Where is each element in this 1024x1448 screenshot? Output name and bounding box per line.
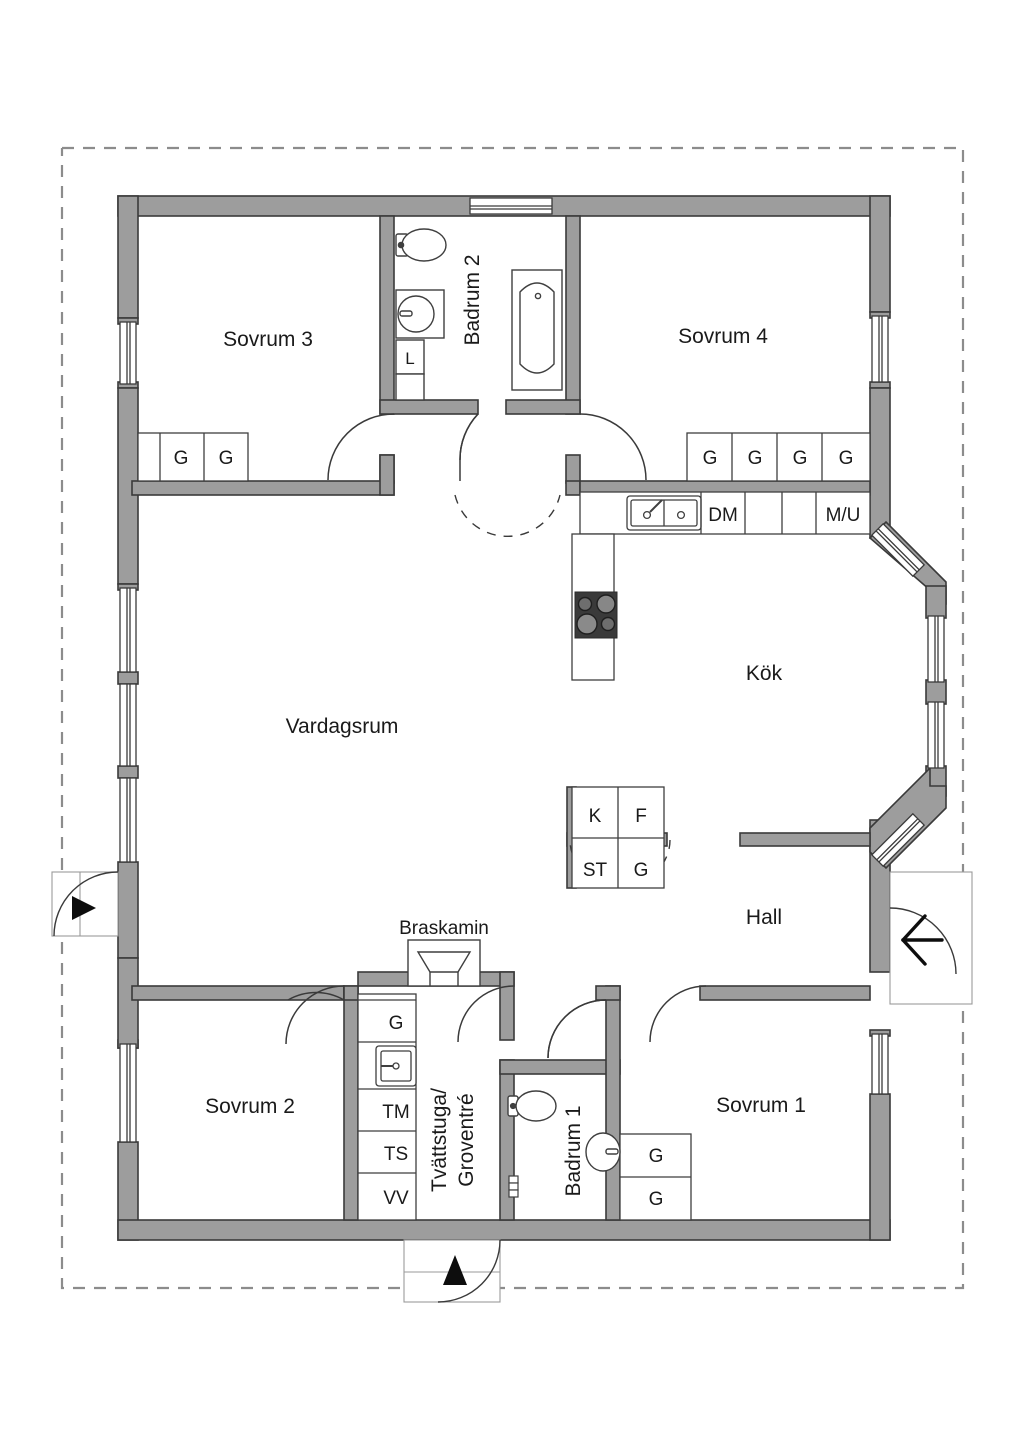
entrance-doors [51, 871, 973, 1303]
room-label-vardagsrum: Vardagsrum [286, 715, 399, 738]
laundry-units [357, 993, 417, 1221]
closet-label-sovrum4-1: G [703, 448, 718, 469]
door-sovrum2 [285, 985, 345, 1045]
closet-label-sovrum4-3: G [793, 448, 808, 469]
toilet-badrum1-icon [507, 1090, 557, 1122]
entry-door-south [403, 1239, 501, 1303]
door-sovrum4 [579, 413, 647, 481]
closet-label-sovrum3-1: G [174, 448, 189, 469]
room-labels: Sovrum 3 Badrum 2 Sovrum 4 Vardagsrum Kö… [205, 254, 806, 1196]
entry-arrow-east-icon [901, 914, 944, 966]
cooktop-icon [574, 591, 618, 639]
window-bay-vertical-1 [927, 615, 945, 683]
entry-door-east [889, 871, 973, 1005]
toilet-badrum2-icon [395, 228, 447, 262]
closet-label-sovrum3-2: G [219, 448, 234, 469]
storage-label-st: ST [583, 860, 608, 881]
kitchen-label-mu: M/U [826, 505, 861, 526]
storage-label-k: K [589, 806, 602, 827]
room-label-sovrum2: Sovrum 2 [205, 1095, 295, 1118]
laundry-label-ts: TS [384, 1144, 408, 1165]
storage-label-f: F [635, 806, 647, 827]
window-bay-lower-diagonal [870, 812, 926, 868]
laundry-label-vv: VV [383, 1188, 409, 1209]
walls [117, 195, 947, 1241]
window-left-vardagsrum-2 [119, 683, 137, 767]
door-tvattstuga [457, 985, 515, 1043]
room-label-groventre: Groventré [455, 1093, 478, 1186]
door-badrum1 [547, 999, 607, 1059]
room-label-sovrum4: Sovrum 4 [678, 325, 768, 348]
door-badrum2 [459, 413, 479, 481]
window-left-sovrum3 [119, 321, 137, 385]
closet-label-sovrum4-2: G [748, 448, 763, 469]
linen-cabinet-badrum2 [395, 339, 425, 401]
room-label-kok: Kök [746, 662, 783, 685]
washbasin-badrum1-icon [585, 1132, 621, 1172]
room-label-sovrum3: Sovrum 3 [223, 328, 313, 351]
fireplace-icon [407, 939, 481, 987]
closet-label-sovrum1-1: G [649, 1146, 664, 1167]
entry-arrow-south-icon [443, 1255, 467, 1285]
window-left-vardagsrum-3 [119, 777, 137, 863]
floor-drain-badrum1-icon [508, 1175, 519, 1198]
window-left-vardagsrum-1 [119, 587, 137, 673]
window-top-badrum2 [469, 197, 553, 215]
window-bay-upper-diagonal [870, 522, 926, 578]
closet-label-sovrum1-2: G [649, 1189, 664, 1210]
room-label-hall: Hall [746, 906, 782, 929]
window-right-sovrum4 [871, 315, 889, 383]
laundry-label-tm: TM [382, 1102, 409, 1123]
utility-sink-icon [375, 1045, 417, 1087]
bathtub-badrum2-icon [511, 269, 563, 391]
windows [119, 197, 945, 1143]
kitchen-label-dm: DM [708, 505, 738, 526]
closet-labels: G G G G G G G G K F ST G G TM TS VV [174, 448, 854, 1210]
window-left-sovrum2 [119, 1043, 137, 1143]
washbasin-badrum2-icon [395, 289, 445, 339]
storage-label-g: G [634, 860, 649, 881]
fixtures-badrum2 [395, 228, 563, 401]
entry-door-west [51, 871, 119, 937]
linen-cabinet-label: L [405, 349, 414, 368]
entry-arrow-west-icon [72, 896, 96, 920]
room-label-badrum2: Badrum 2 [461, 254, 484, 345]
door-sovrum1 [649, 985, 707, 1043]
door-sovrum3 [327, 413, 395, 481]
room-label-badrum1: Badrum 1 [562, 1105, 585, 1196]
closet-blocks [137, 432, 871, 1221]
window-bay-vertical-2 [927, 701, 945, 769]
fixtures-badrum1 [507, 1090, 621, 1198]
opening-arc-hall-vardagsrum [454, 494, 561, 538]
hall-storage-block [571, 786, 665, 889]
closet-label-sovrum4-4: G [839, 448, 854, 469]
annotation-braskamin: Braskamin [399, 918, 489, 939]
room-label-tvattstuga: Tvättstuga/ [428, 1088, 451, 1192]
kitchen-unit-labels: DM M/U [708, 505, 860, 526]
window-right-sovrum1 [871, 1033, 889, 1095]
room-label-sovrum1: Sovrum 1 [716, 1094, 806, 1117]
laundry-label-g: G [389, 1013, 404, 1034]
